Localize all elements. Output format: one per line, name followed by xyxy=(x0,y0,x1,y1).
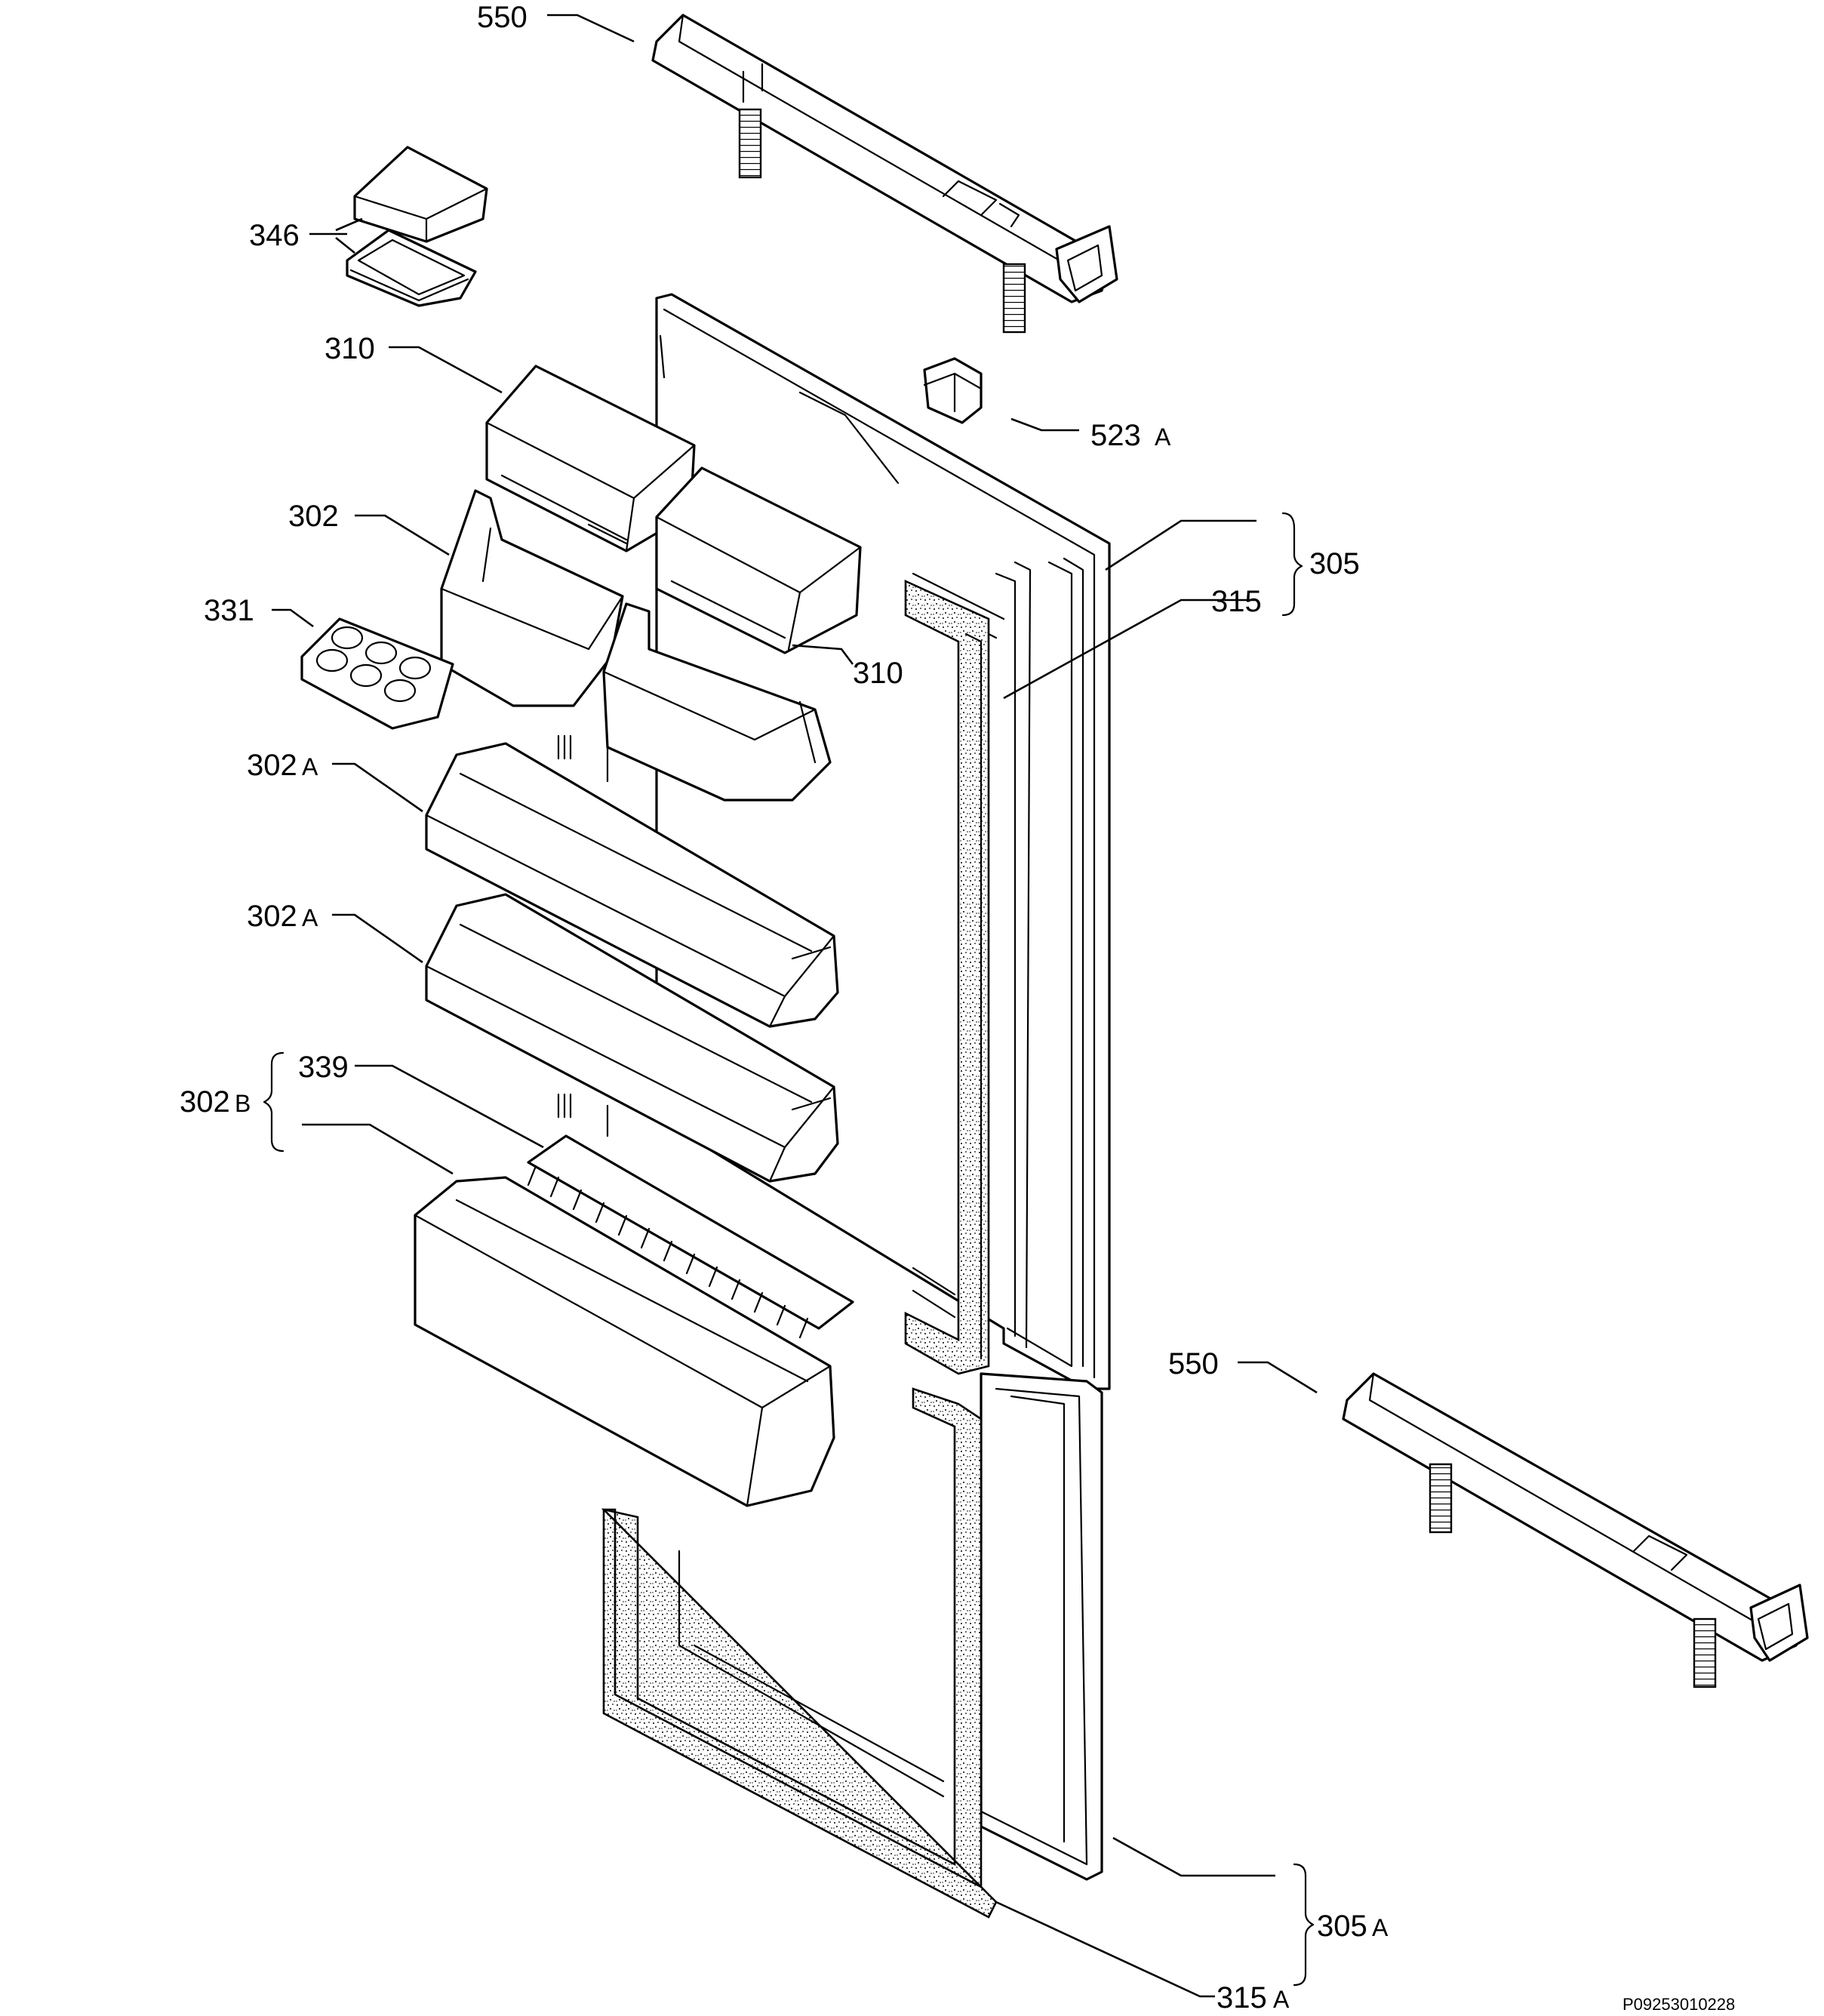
callout-331: 331 xyxy=(204,594,254,627)
door-shelf-2 xyxy=(425,893,839,1183)
callout-302a-2-suffix: A xyxy=(302,904,318,931)
callout-550-top: 550 xyxy=(477,1,528,34)
callout-302b: 302 xyxy=(180,1085,230,1119)
callout-302a-2: 302 xyxy=(247,900,297,933)
upper-door-frame xyxy=(655,293,1111,1390)
callout-310-top: 310 xyxy=(325,332,375,365)
butter-compartment xyxy=(346,146,488,307)
bottle-divider xyxy=(527,1134,854,1339)
upper-door-gasket xyxy=(904,579,990,1375)
door-shelf-1 xyxy=(425,742,839,1028)
callout-302: 302 xyxy=(288,500,339,533)
callout-labels: 550 346 310 523 A 302 305 315 331 310 30… xyxy=(180,1,1735,2014)
large-door-bin xyxy=(414,1176,835,1507)
drawing-code: P09253010228 xyxy=(1623,1995,1735,2014)
upper-shelf-covers xyxy=(485,365,862,654)
callout-339: 339 xyxy=(298,1051,349,1084)
lower-door-gasket xyxy=(601,1387,998,1919)
callout-302b-suffix: B xyxy=(235,1090,251,1117)
callout-346: 346 xyxy=(249,219,300,252)
leader-lines xyxy=(272,14,1318,1998)
callout-302a-1: 302 xyxy=(247,749,297,782)
callout-302a-1-suffix: A xyxy=(302,753,318,780)
callout-315a-suffix: A xyxy=(1273,1986,1290,2013)
callout-550-bottom: 550 xyxy=(1168,1347,1219,1380)
egg-and-small-racks xyxy=(440,489,832,802)
callout-523a-suffix: A xyxy=(1155,423,1171,451)
callout-315a: 315 xyxy=(1217,1981,1267,2014)
callout-523a: 523 xyxy=(1090,419,1141,452)
callout-310-mid: 310 xyxy=(853,657,903,690)
door-stop-part xyxy=(923,357,983,424)
top-door-hinge xyxy=(651,14,1118,334)
bottom-door-hinge xyxy=(1342,1372,1809,1688)
callout-305: 305 xyxy=(1309,547,1360,580)
egg-tray xyxy=(300,617,454,730)
callout-305a: 305 xyxy=(1317,1910,1367,1943)
detail-marks xyxy=(557,734,609,1137)
callout-315: 315 xyxy=(1211,585,1262,618)
callout-305a-suffix: A xyxy=(1372,1914,1389,1941)
lower-door-frame xyxy=(980,1372,1103,1881)
braces xyxy=(263,512,1315,1987)
